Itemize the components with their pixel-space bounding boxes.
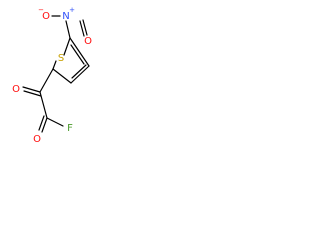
charge-plus: + <box>69 6 75 14</box>
molecule-structure: O − N + O S O O F <box>12 6 92 145</box>
bond-n-o-double-b <box>82 19 88 36</box>
atom-oxygen-acyl: O <box>33 134 41 145</box>
bond-n-ring <box>65 20 71 39</box>
bond-n-o-double-a <box>79 20 85 37</box>
bond-acyl-o-a <box>41 117 48 133</box>
bond-c2-c3 <box>52 68 72 84</box>
bond-c5-s <box>63 37 71 56</box>
atom-sulfur: S <box>58 53 64 64</box>
bond-carbonyl-o-a <box>22 86 41 93</box>
bond-acyl-f <box>46 117 64 127</box>
charge-minus: − <box>38 6 44 14</box>
bond-acyl-o-b <box>38 115 45 131</box>
atom-fluorine: F <box>67 123 73 134</box>
bond-c3-c4-b <box>71 64 87 79</box>
bond-c4-c5 <box>69 37 90 67</box>
atom-oxygen-nitro-single: O <box>42 11 50 22</box>
bond-c2-carbonyl <box>39 68 54 93</box>
bond-c5-c4-inner <box>70 44 85 65</box>
bond-c3-c4-a <box>70 65 90 84</box>
atom-nitrogen: N <box>62 11 69 22</box>
bond-s-c2 <box>52 60 57 70</box>
atom-oxygen-ketone: O <box>12 84 20 95</box>
bond-carbonyl-o-b <box>23 90 42 97</box>
bond-carbonyl-acyl <box>39 91 48 119</box>
atom-oxygen-nitro-double: O <box>84 36 92 47</box>
